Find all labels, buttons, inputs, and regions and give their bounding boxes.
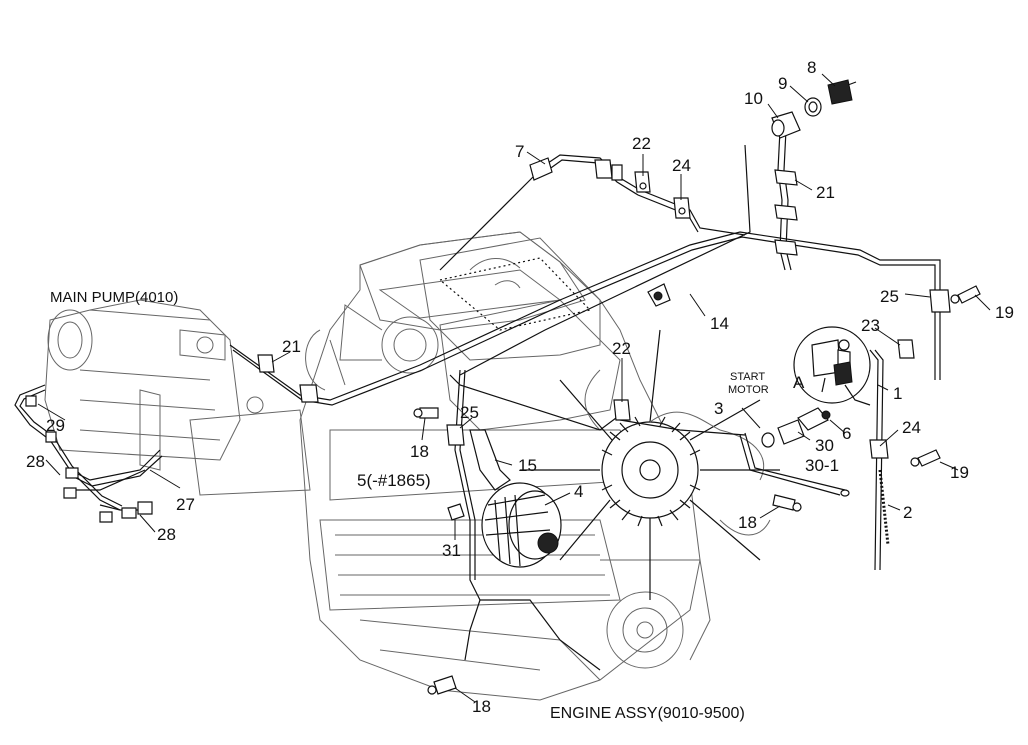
callout-18-bottom: 18: [472, 697, 491, 716]
callout-25-right: 25: [880, 287, 899, 306]
callout-29: 29: [46, 416, 65, 435]
callout-19-top: 19: [995, 303, 1014, 322]
callout-22-top: 22: [632, 134, 651, 153]
main-pump: [44, 299, 311, 496]
callout-2: 2: [903, 503, 912, 522]
sensors-and-bolts: [25, 79, 981, 695]
callout-23: 23: [861, 316, 880, 335]
callout-14: 14: [710, 314, 729, 333]
callout-30-1: 30-1: [805, 456, 839, 475]
wiring-harness: [14, 129, 941, 671]
part-callouts: 1 2 3 4 5(-#1865) 6 7 8 9 10 14 15 18 18…: [26, 58, 1014, 716]
callout-27: 27: [176, 495, 195, 514]
callout-8: 8: [807, 58, 816, 77]
callout-3: 3: [714, 399, 723, 418]
callout-1: 1: [893, 384, 902, 403]
callout-15: 15: [518, 456, 537, 475]
callout-30: 30: [815, 436, 834, 455]
callout-28-left: 28: [26, 452, 45, 471]
start-label: START: [730, 371, 765, 383]
callout-5: 5(-#1865): [357, 471, 431, 490]
callout-24-right: 24: [902, 418, 921, 437]
callout-21-left: 21: [282, 337, 301, 356]
callout-24-top: 24: [672, 156, 691, 175]
callout-19-bottom: 19: [950, 463, 969, 482]
callout-22-mid: 22: [612, 339, 631, 358]
cooling-fan: [520, 329, 780, 600]
clamps: [257, 159, 951, 546]
callout-28-bottom: 28: [157, 525, 176, 544]
callout-7: 7: [515, 142, 524, 161]
text-labels: MAIN PUMP(4010) ENGINE ASSY(9010-9500) S…: [50, 289, 805, 722]
detail-a-relay: [793, 326, 871, 406]
callout-18-mid: 18: [410, 442, 429, 461]
alternator: [481, 482, 562, 568]
callout-18-right: 18: [738, 513, 757, 532]
callout-9: 9: [778, 74, 787, 93]
callout-25-mid: 25: [460, 403, 479, 422]
callout-6: 6: [842, 424, 851, 443]
main-pump-label: MAIN PUMP(4010): [50, 289, 178, 306]
detail-a-label: A: [793, 373, 805, 392]
leader-lines: [37, 73, 991, 703]
callout-4: 4: [574, 482, 583, 501]
engine-assy-label: ENGINE ASSY(9010-9500): [550, 705, 745, 722]
callout-21-right: 21: [816, 183, 835, 202]
motor-label: MOTOR: [728, 384, 769, 396]
callout-10: 10: [744, 89, 763, 108]
callout-31: 31: [442, 541, 461, 560]
